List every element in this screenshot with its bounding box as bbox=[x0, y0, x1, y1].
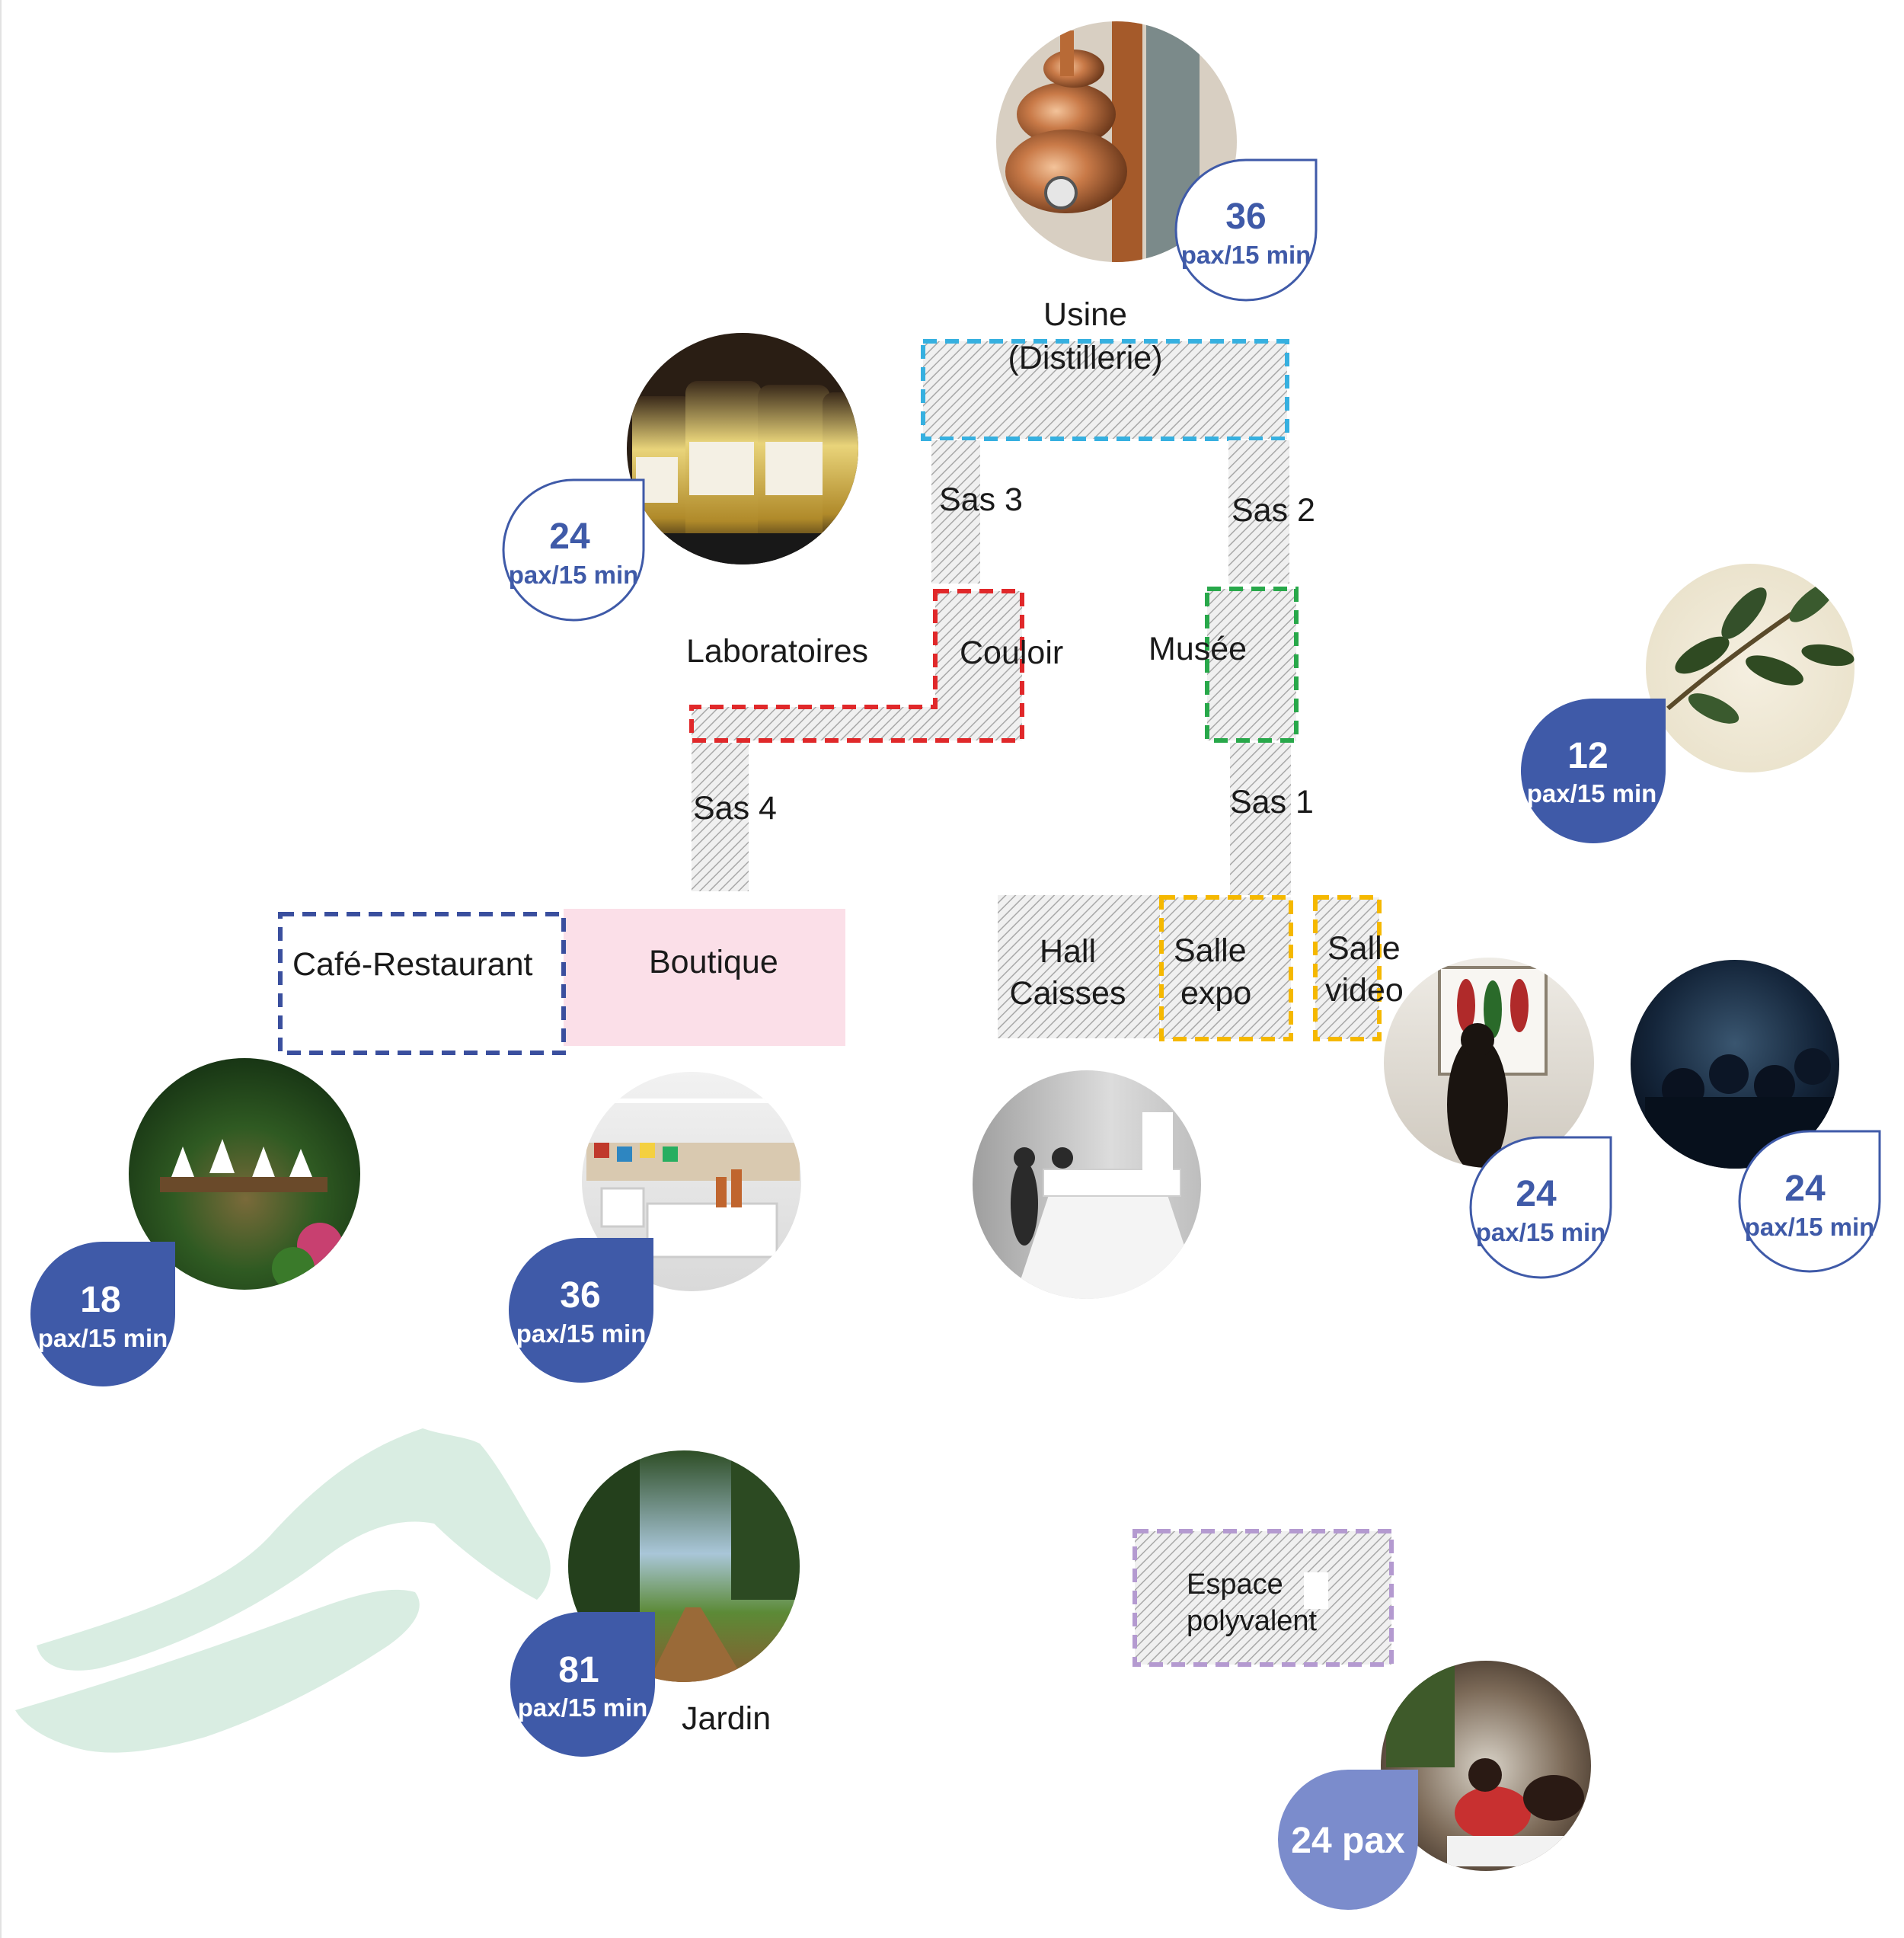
label-salle-expo-2: expo bbox=[1180, 975, 1251, 1012]
hall-caisses-zone bbox=[998, 895, 1160, 1038]
badge-salle-video-unit: pax/15 min bbox=[1745, 1213, 1875, 1241]
cafe-restaurant-zone bbox=[278, 912, 566, 1055]
plante-photo bbox=[1646, 564, 1854, 772]
salle-video-zone bbox=[1313, 895, 1382, 1041]
badge-usine: 36 pax/15 min bbox=[1174, 158, 1318, 302]
sas4-corridor bbox=[692, 743, 749, 891]
espace-polyvalent-zone bbox=[1132, 1529, 1394, 1667]
badge-jardin-unit: pax/15 min bbox=[518, 1693, 648, 1722]
label-couloir: Couloir bbox=[960, 635, 1063, 671]
label-hall: Hall bbox=[1040, 933, 1096, 970]
boutique-zone bbox=[564, 909, 845, 1046]
badge-cafe: 18 pax/15 min bbox=[30, 1242, 175, 1386]
badge-salle-video-value: 24 bbox=[1784, 1169, 1826, 1209]
usine-photo bbox=[996, 21, 1237, 262]
label-usine: Usine bbox=[1043, 296, 1127, 333]
label-polyvalent: polyvalent bbox=[1187, 1605, 1318, 1637]
usine-zone bbox=[921, 339, 1289, 441]
label-salle-video-1: Salle bbox=[1327, 930, 1401, 967]
sas3-corridor bbox=[931, 440, 980, 584]
badge-cafe-value: 18 bbox=[80, 1280, 120, 1320]
label-sas4: Sas 4 bbox=[693, 790, 777, 827]
sas2-corridor bbox=[1228, 440, 1289, 584]
label-salle-video-2: video bbox=[1325, 972, 1404, 1009]
badge-laboratoires-unit: pax/15 min bbox=[509, 561, 639, 589]
badge-plante: 12 pax/15 min bbox=[1521, 699, 1666, 843]
badge-boutique-value: 36 bbox=[560, 1275, 600, 1316]
label-jardin: Jardin bbox=[682, 1700, 771, 1737]
badge-jardin: 81 pax/15 min bbox=[510, 1612, 655, 1757]
salle-expo-photo bbox=[1384, 958, 1594, 1168]
couloir-zone bbox=[689, 589, 1024, 743]
badge-espace: 24 pax bbox=[1278, 1770, 1418, 1910]
salle-expo-zone bbox=[1159, 895, 1293, 1041]
label-sas1: Sas 1 bbox=[1230, 784, 1314, 820]
badge-boutique: 36 pax/15 min bbox=[509, 1238, 653, 1383]
espace-gap bbox=[1304, 1572, 1328, 1609]
badge-salle-expo-unit: pax/15 min bbox=[1476, 1218, 1606, 1246]
hall-photo bbox=[973, 1070, 1201, 1299]
label-musee: Musée bbox=[1148, 631, 1247, 667]
badge-plante-unit: pax/15 min bbox=[1527, 779, 1657, 808]
garden-shape bbox=[15, 1428, 551, 1753]
badge-laboratoires-value: 24 bbox=[549, 516, 590, 557]
badge-salle-expo-value: 24 bbox=[1516, 1174, 1557, 1214]
label-sas2: Sas 2 bbox=[1232, 492, 1315, 529]
badge-plante-value: 12 bbox=[1567, 736, 1608, 776]
label-boutique: Boutique bbox=[649, 944, 778, 980]
sas1-corridor bbox=[1230, 743, 1291, 895]
badge-usine-value: 36 bbox=[1225, 197, 1266, 237]
badge-laboratoires: 24 pax/15 min bbox=[502, 478, 645, 622]
badge-jardin-value: 81 bbox=[558, 1650, 599, 1690]
label-sas3: Sas 3 bbox=[939, 481, 1023, 518]
badge-salle-expo: 24 pax/15 min bbox=[1469, 1136, 1612, 1279]
badge-usine-unit: pax/15 min bbox=[1181, 241, 1311, 269]
label-distillerie: (Distillerie) bbox=[1008, 340, 1162, 376]
badge-espace-value: 24 pax bbox=[1291, 1821, 1405, 1861]
laboratoires-photo bbox=[627, 333, 858, 564]
musee-zone bbox=[1205, 587, 1299, 743]
label-laboratoires: Laboratoires bbox=[686, 633, 868, 670]
label-espace: Espace bbox=[1187, 1569, 1283, 1601]
label-cafe-restaurant: Café-Restaurant bbox=[292, 946, 533, 983]
badge-boutique-unit: pax/15 min bbox=[516, 1319, 647, 1348]
label-caisses: Caisses bbox=[1010, 975, 1126, 1012]
badge-salle-video: 24 pax/15 min bbox=[1738, 1130, 1881, 1273]
badge-cafe-unit: pax/15 min bbox=[38, 1324, 168, 1352]
label-salle-expo-1: Salle bbox=[1174, 932, 1247, 969]
